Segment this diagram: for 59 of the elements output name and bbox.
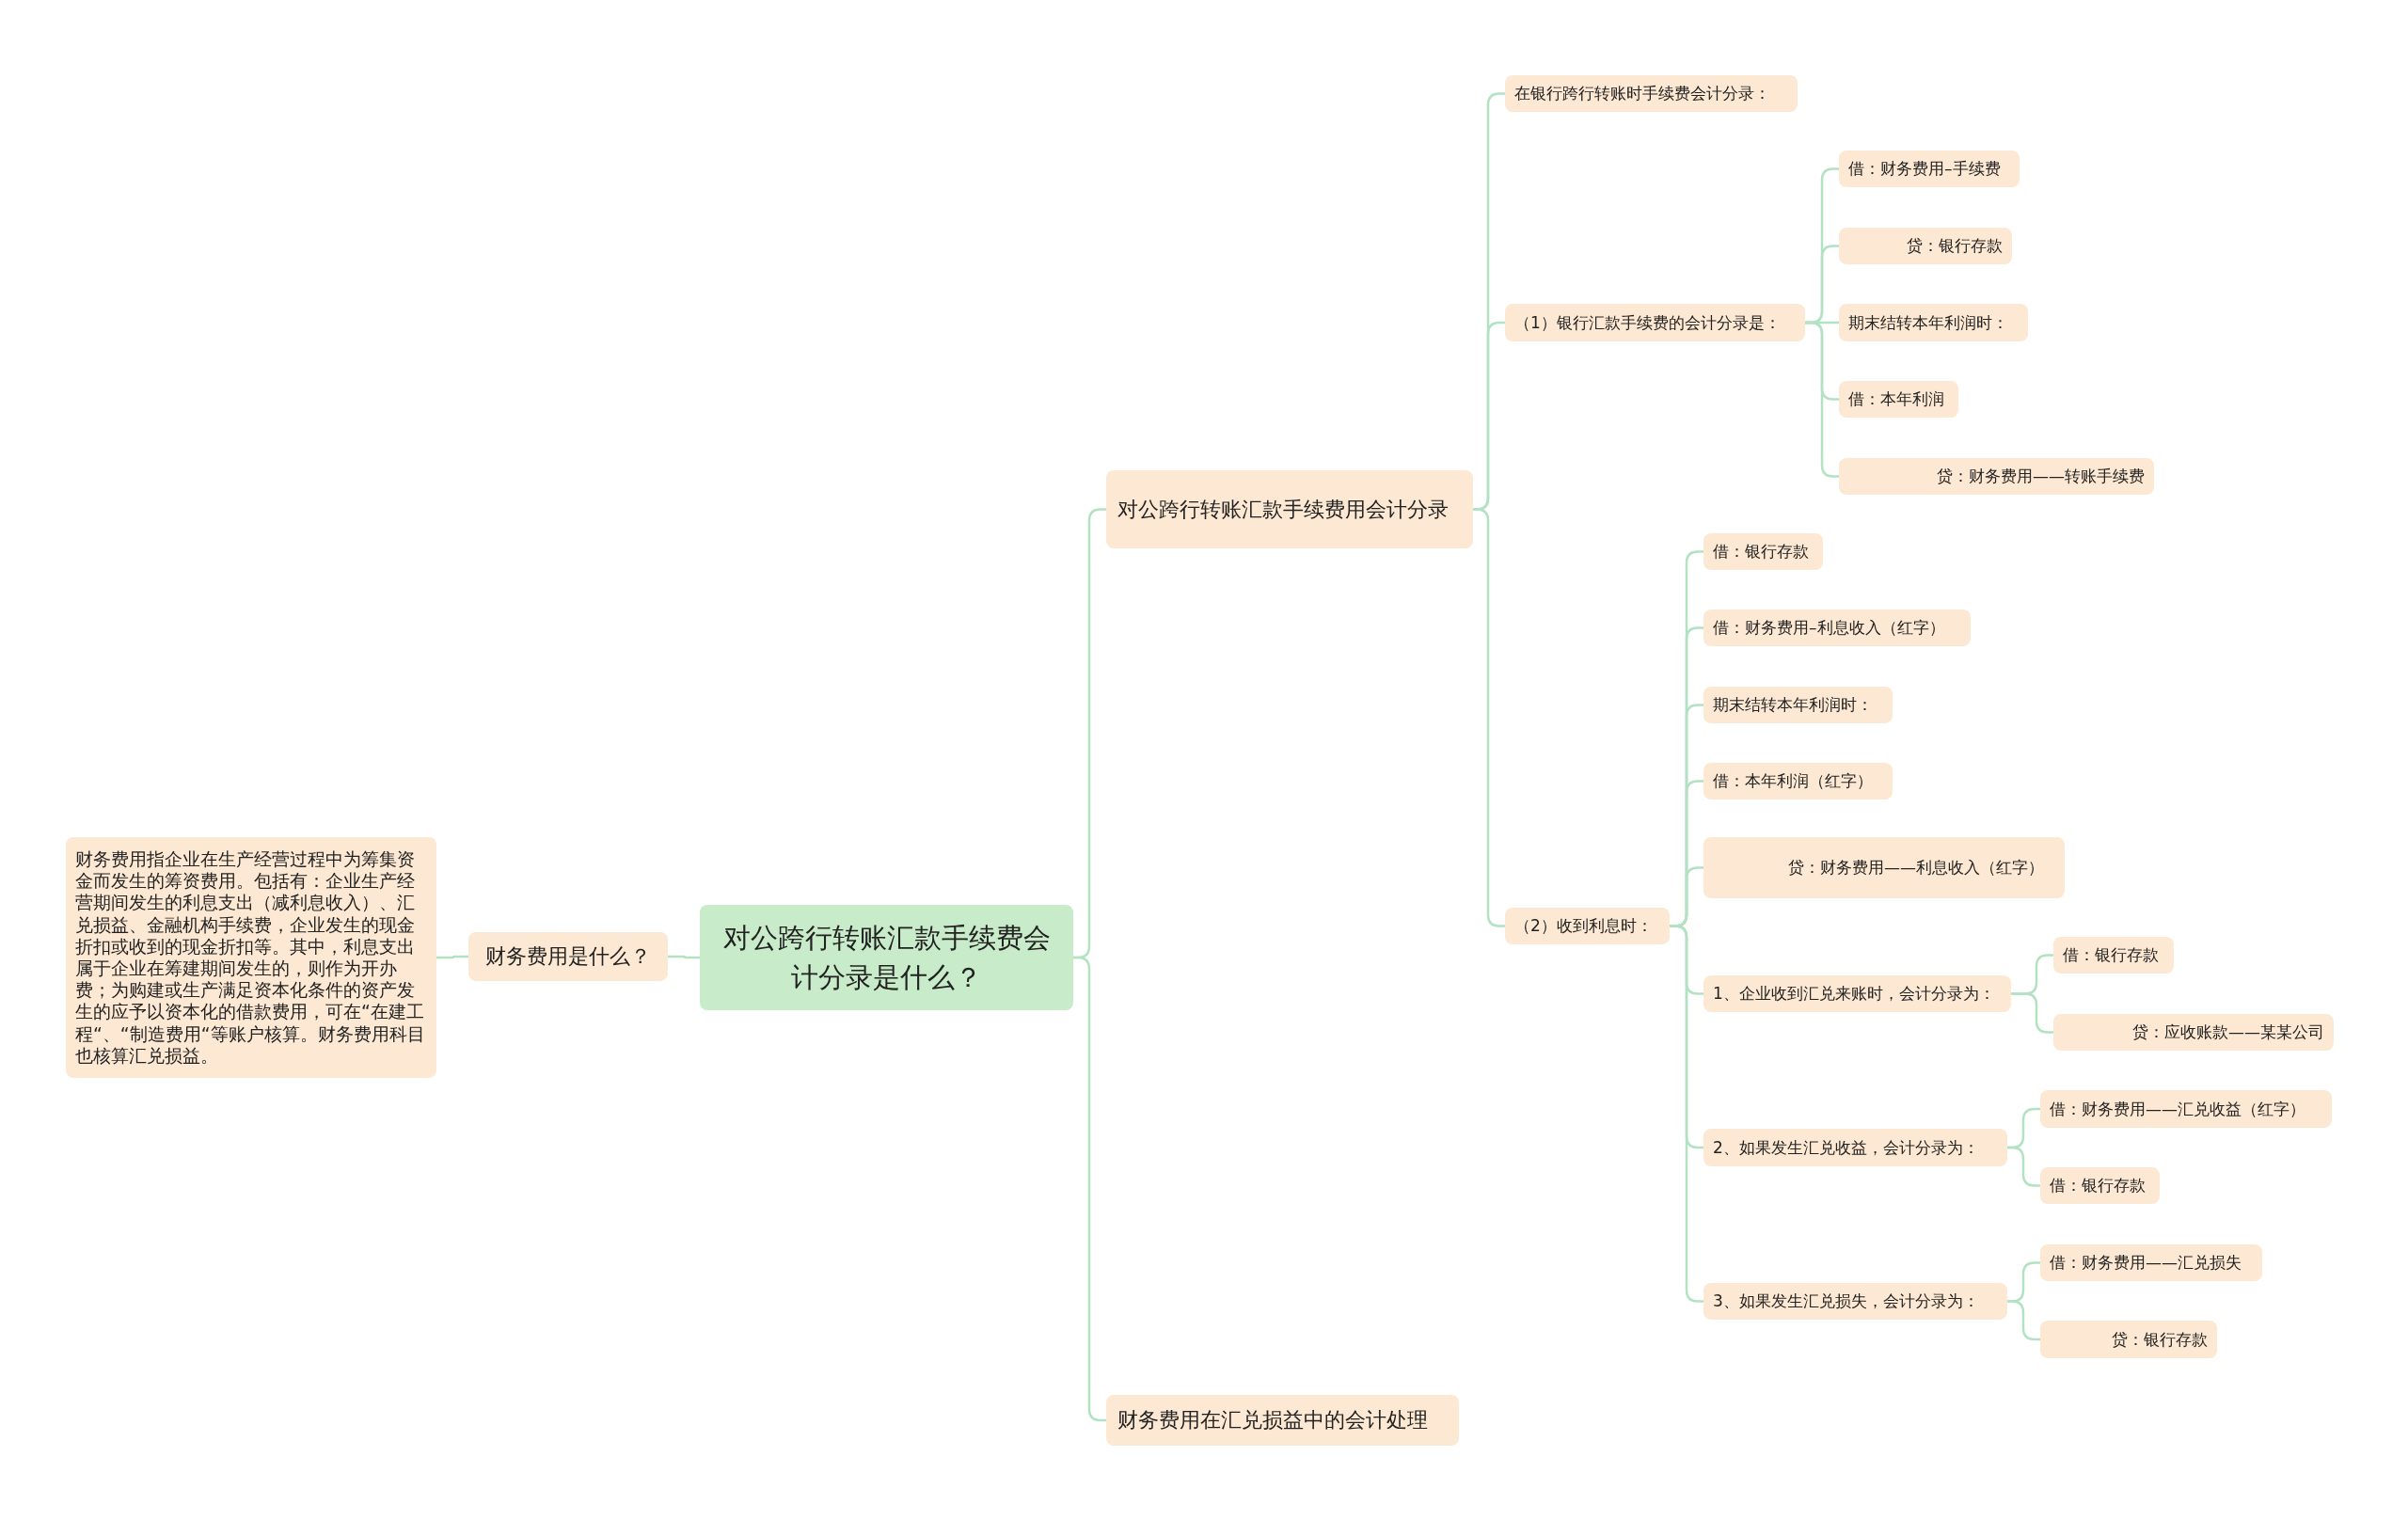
- topic-text: 财务费用指企业在生产经营过程中为筹集资金而发生的筹资费用。包括有：企业生产经营期间发生的利息支出（减利息收入）、汇兑损益、金融机构手续费，企业发生的现金折扣或收到的现金折扣等。其中，利息支出属于企业在筹建期间发生的，则作为开办费；为购建或生产满足资本化条件的资产发生的应予以资本化的借款费用，可在“在建工程“、“制造费用“等账户核算。财务费用科目也核算汇兑损益。: [75, 848, 426, 1067]
- subtopic-box: [2040, 1090, 2332, 1128]
- connector-line: [668, 955, 700, 959]
- topic-text: 2、如果发生汇兑收益，会计分录为：: [1713, 1136, 1979, 1159]
- topic-text: 期末结转本年利润时：: [1848, 311, 2008, 334]
- connector-line: [2011, 992, 2053, 1034]
- topic-text: 贷：财务费用——转账手续费: [1937, 466, 2145, 488]
- topic-text: 1、企业收到汇兑来账时，会计分录为：: [1713, 983, 1995, 1005]
- topic-text: （2）收到利息时：: [1514, 915, 1653, 938]
- branch-topic-box: [1106, 1395, 1459, 1446]
- connector-line: [436, 955, 468, 959]
- topic-text: 对公跨行转账汇款手续费用会计分录: [1117, 496, 1449, 523]
- connector-line: [2007, 1300, 2040, 1341]
- topic-text: 借：财务费用–利息收入（红字）: [1713, 617, 1945, 640]
- branch-topic-box: [468, 932, 668, 981]
- topic-text: 借：财务费用——汇兑收益（红字）: [2050, 1098, 2305, 1120]
- subtopic-box: [1839, 458, 2154, 495]
- subtopic-box: [1703, 687, 1893, 723]
- connector-line: [2007, 1146, 2040, 1187]
- subtopic-box: [1839, 150, 2020, 187]
- topic-text: 借：银行存款: [1713, 541, 1809, 563]
- subtopic-box: [2053, 937, 2174, 974]
- topic-text: 贷：银行存款: [1907, 235, 2003, 258]
- subtopic-box: [2040, 1321, 2217, 1358]
- subtopic-box: [2040, 1167, 2160, 1204]
- topic-text: 借：银行存款: [2050, 1175, 2146, 1197]
- topic-text: 借：财务费用——汇兑损失: [2050, 1252, 2242, 1275]
- topic-text: （1）银行汇款手续费的会计分录是：: [1514, 311, 1781, 334]
- subtopic-box: [1839, 304, 2028, 341]
- topic-text: 借：本年利润: [1848, 388, 1944, 411]
- subtopic-box: [2040, 1244, 2262, 1281]
- topic-text: 借：本年利润（红字）: [1713, 770, 1873, 793]
- topic-text: 借：银行存款: [2063, 944, 2159, 967]
- subtopic-box: [1703, 1129, 2007, 1166]
- subtopic-box: [1703, 975, 2011, 1012]
- subtopic-box: [1505, 304, 1805, 341]
- topic-text: 财务费用是什么？: [485, 943, 651, 971]
- subtopic-box: [1505, 75, 1798, 112]
- subtopic-box: [1703, 763, 1893, 800]
- subtopic-box: [1703, 1283, 2007, 1320]
- subtopic-box: [1703, 610, 1971, 646]
- subtopic-box: [1703, 837, 2065, 898]
- topic-text: 对公跨行转账汇款手续费会计分录是什么？: [721, 920, 1052, 995]
- subtopic-box: [1839, 228, 2012, 264]
- topic-text: 期末结转本年利润时：: [1713, 694, 1873, 717]
- subtopic-box: [1703, 533, 1823, 570]
- topic-text: 3、如果发生汇兑损失，会计分录为：: [1713, 1290, 1979, 1313]
- subtopic-box: [1505, 908, 1670, 944]
- connector-line: [1670, 925, 1703, 1303]
- topic-text: 在银行跨行转账时手续费会计分录：: [1514, 83, 1770, 105]
- topic-text: 财务费用在汇兑损益中的会计处理: [1117, 1407, 1428, 1434]
- topic-text: 贷：应收账款——某某公司: [2132, 1021, 2324, 1044]
- topic-text: 借：财务费用–手续费: [1848, 158, 2001, 181]
- topic-text: 贷：财务费用——利息收入（红字）: [1788, 857, 2044, 879]
- central-topic-box: [700, 905, 1073, 1010]
- branch-topic-box: [1106, 470, 1473, 548]
- subtopic-box: [1839, 381, 1958, 418]
- topic-text: 贷：银行存款: [2112, 1328, 2208, 1351]
- subtopic-box: [2053, 1014, 2334, 1051]
